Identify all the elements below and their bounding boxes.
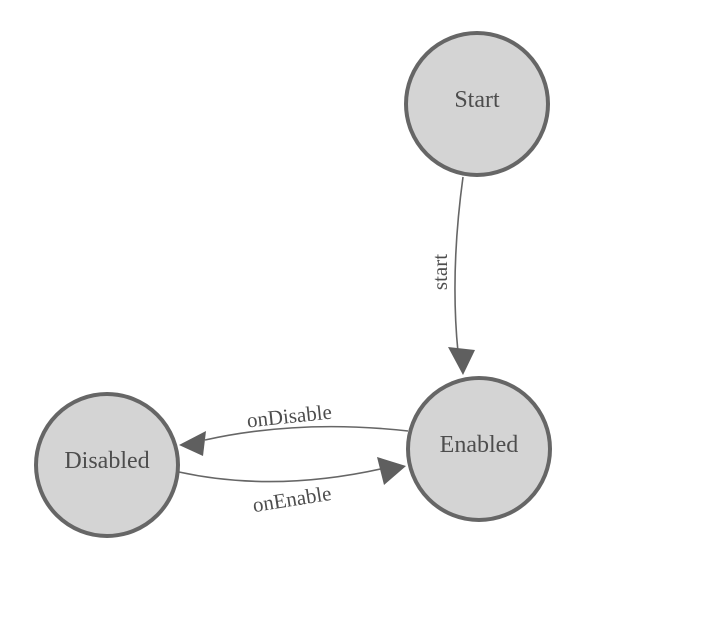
node-label-disabled: Disabled [64,448,149,474]
edge-onenable: onEnable [178,457,406,517]
arrowhead-enabled-to-disabled [179,431,206,456]
arrowhead-disabled-to-enabled [377,457,406,485]
node-label-start: Start [454,87,500,113]
state-circle-enabled[interactable] [406,376,552,522]
state-node-enabled[interactable]: Enabled [406,376,552,522]
state-circle-start[interactable] [404,31,550,177]
state-node-start[interactable]: Start [404,31,550,177]
edge-ondisable: onDisable [179,400,409,456]
edge-line-ondisable [204,425,409,441]
edge-start: start [428,176,475,375]
edge-label-start: start [428,254,452,290]
node-label-enabled: Enabled [440,432,519,458]
edge-label-onenable: onEnable [251,481,333,517]
state-circle-disabled[interactable] [34,392,180,538]
arrowhead-start-to-enabled [448,347,475,375]
state-node-disabled[interactable]: Disabled [34,392,180,538]
edge-line-start [454,176,464,353]
edge-line-onenable [178,467,386,483]
